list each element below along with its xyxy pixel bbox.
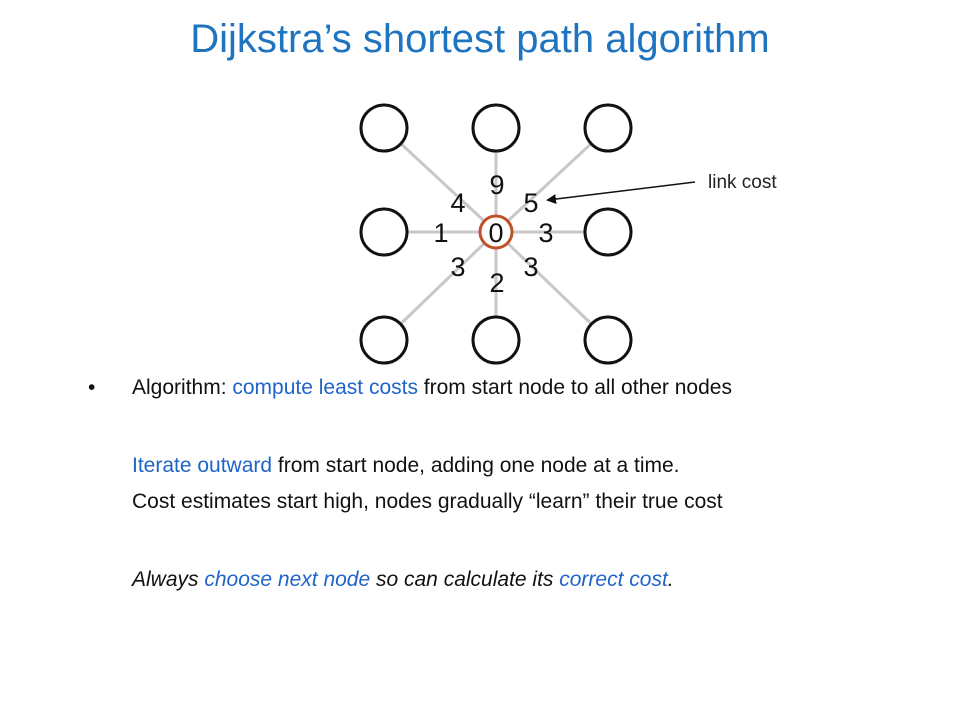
edge-top-left <box>382 126 498 234</box>
bullet-line-1: Algorithm: compute least costs from star… <box>132 376 732 400</box>
page-title: Dijkstra’s shortest path algorithm <box>190 17 770 61</box>
line1-highlight: compute least costs <box>232 376 418 399</box>
node-top <box>471 103 521 153</box>
annotation-arrow <box>546 181 696 204</box>
edge-bottom-right <box>494 230 610 342</box>
line4-middle: so can calculate its <box>370 568 560 591</box>
line4-prefix: Always <box>132 568 205 591</box>
cost-label-bottom-left: 3 <box>450 252 465 282</box>
annotation-link-cost: link cost <box>708 172 777 193</box>
line1-prefix: Algorithm: <box>132 376 233 399</box>
cost-label-top-left: 4 <box>450 188 465 218</box>
line2-suffix: from start node, adding one node at a ti… <box>272 454 680 477</box>
cost-label-left: 1 <box>433 218 448 248</box>
cost-label-bottom-right: 3 <box>523 252 538 282</box>
line4-highlight-2: correct cost <box>559 568 668 591</box>
node-left <box>359 207 409 257</box>
cost-label-top: 9 <box>489 170 504 200</box>
node-center <box>478 214 514 250</box>
cost-label-bottom: 2 <box>489 268 504 298</box>
edge-bottom-left <box>382 230 498 342</box>
line4-suffix: . <box>667 568 674 591</box>
node-right <box>583 207 633 257</box>
bullet-marker: • <box>88 376 96 399</box>
cost-label-top-right: 5 <box>523 188 538 218</box>
bullet-line-2: Iterate outward from start node, adding … <box>132 454 680 478</box>
bullet-line-4: Always choose next node so can calculate… <box>132 568 674 592</box>
node-bottom-left <box>359 315 409 365</box>
edge-top-right <box>494 126 610 234</box>
node-bottom-right <box>583 315 633 365</box>
node-bottom <box>471 315 521 365</box>
line1-suffix: from start node to all other nodes <box>417 376 732 399</box>
center-node-label: 0 <box>488 218 503 248</box>
node-top-left <box>359 103 409 153</box>
cost-label-right: 3 <box>538 218 553 248</box>
node-top-right <box>583 103 633 153</box>
line4-highlight-1: choose next node <box>204 568 371 591</box>
line2-highlight: Iterate outward <box>132 454 273 477</box>
bullet-line-3: Cost estimates start high, nodes gradual… <box>132 490 723 514</box>
line3-text: Cost estimates start high, nodes gradual… <box>132 490 723 513</box>
